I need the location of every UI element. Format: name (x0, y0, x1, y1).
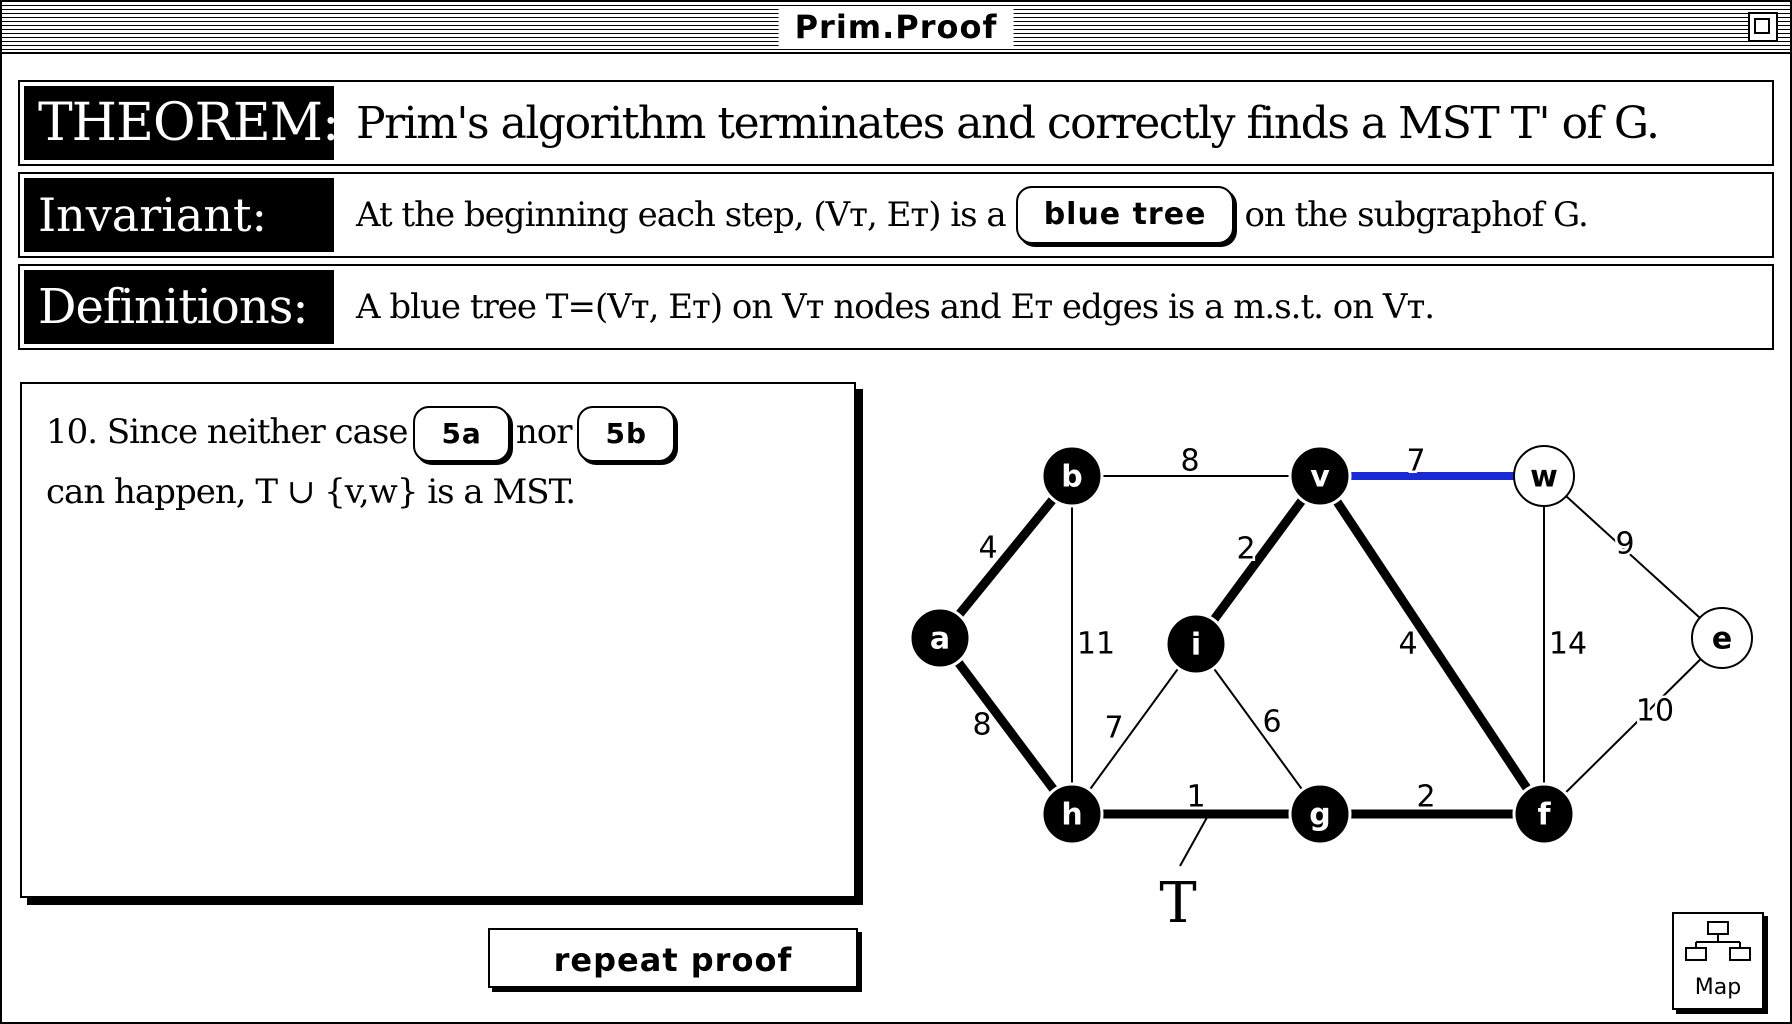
node-circle-a[interactable] (908, 606, 972, 670)
map-label: Map (1694, 975, 1742, 1000)
invariant-text-after: on the subgraphof G. (1244, 195, 1588, 235)
edge-weight-v-f: 4 (1398, 627, 1417, 662)
step-text-1: Since neither case (106, 412, 409, 452)
node-f[interactable]: f (1512, 782, 1576, 846)
node-label-v: v (1310, 460, 1330, 495)
node-a[interactable]: a (908, 606, 972, 670)
node-label-i: i (1191, 628, 1201, 663)
node-circle-w[interactable] (1513, 445, 1575, 507)
theorem-text: Prim's algorithm terminates and correctl… (356, 97, 1660, 149)
node-label-a: a (930, 622, 950, 657)
edge-weight-g-f: 2 (1416, 780, 1435, 815)
definitions-label: Definitions: (24, 270, 334, 344)
node-i[interactable]: i (1164, 612, 1228, 676)
edge-weight-i-h: 7 (1104, 711, 1123, 746)
node-label-w: w (1530, 460, 1558, 495)
invariant-label: Invariant: (24, 178, 334, 252)
node-label-e: e (1712, 622, 1732, 657)
case-5a-button[interactable]: 5a (413, 406, 510, 462)
map-hierarchy-icon (1685, 921, 1751, 961)
node-circle-g[interactable] (1288, 782, 1352, 846)
tree-label: T (1159, 871, 1196, 936)
case-5b-button[interactable]: 5b (577, 406, 675, 462)
edge-weight-a-b: 4 (978, 531, 997, 566)
repeat-proof-button[interactable]: repeat proof (488, 928, 858, 988)
prim-graph: 4 8 8 11 2 4 7 7 6 1 2 14 9 10 a b h i v g f w e T (908, 441, 1753, 936)
node-label-h: h (1061, 798, 1082, 833)
theorem-label: THEOREM: (24, 86, 340, 160)
edges-layer (935, 471, 1723, 819)
node-circle-v[interactable] (1288, 444, 1352, 508)
edge-weight-v-i: 2 (1236, 532, 1255, 567)
edge-weight-h-g: 1 (1186, 780, 1205, 815)
node-circle-e[interactable] (1691, 607, 1753, 669)
step-text-3: can happen, T ∪ {v,w} is a MST. (46, 472, 576, 512)
weights-layer: 4 8 8 11 2 4 7 7 6 1 2 14 9 10 (970, 441, 1677, 817)
edge-weight-w-f: 14 (1549, 627, 1587, 662)
edge-i-g (1195, 643, 1321, 815)
step-text-2: nor (515, 412, 573, 452)
node-e[interactable]: e (1691, 607, 1753, 669)
node-label-g: g (1309, 798, 1330, 833)
node-w[interactable]: w (1513, 445, 1575, 507)
nodes-layer: a b h i v g f w e (908, 444, 1753, 846)
edge-weight-w-e: 9 (1615, 527, 1634, 562)
definitions-row: Definitions: A blue tree T=(Vᴛ, Eᴛ) on V… (18, 264, 1774, 350)
zoom-box-icon[interactable] (1748, 12, 1778, 42)
edge-weight-a-h: 8 (972, 708, 991, 743)
tree-pointer-line (1179, 811, 1211, 867)
definitions-text: A blue tree T=(Vᴛ, Eᴛ) on Vᴛ nodes and E… (356, 287, 1435, 327)
invariant-text-before: At the beginning each step, (Vᴛ, Eᴛ) is … (356, 195, 1007, 235)
edge-a-b (935, 471, 1077, 643)
node-label-f: f (1537, 798, 1551, 833)
node-circle-i[interactable] (1164, 612, 1228, 676)
edge-weight-b-v: 8 (1180, 444, 1199, 479)
node-h[interactable]: h (1040, 782, 1104, 846)
blue-tree-button[interactable]: blue tree (1015, 186, 1235, 244)
invariant-row: Invariant: At the beginning each step, (… (18, 172, 1774, 258)
edge-v-f (1315, 471, 1549, 819)
title-bar[interactable]: Prim.Proof (2, 2, 1790, 54)
node-circle-b[interactable] (1040, 444, 1104, 508)
edge-a-h (935, 633, 1077, 819)
step-number: 10. (46, 412, 98, 452)
edge-i-h (1071, 643, 1197, 815)
edge-w-e (1543, 475, 1723, 639)
invariant-text: At the beginning each step, (Vᴛ, Eᴛ) is … (356, 174, 1589, 256)
edge-v-i (1191, 471, 1325, 649)
node-v[interactable]: v (1288, 444, 1352, 508)
edge-e-f (1543, 637, 1723, 815)
edge-weight-b-h: 11 (1077, 627, 1115, 662)
map-button[interactable]: Map (1672, 912, 1764, 1010)
node-g[interactable]: g (1288, 782, 1352, 846)
node-circle-f[interactable] (1512, 782, 1576, 846)
theorem-row: THEOREM: Prim's algorithm terminates and… (18, 80, 1774, 166)
node-label-b: b (1061, 460, 1082, 495)
edge-weight-v-w: 7 (1406, 444, 1425, 479)
edge-weight-i-g: 6 (1262, 705, 1281, 740)
window-title: Prim.Proof (778, 8, 1014, 46)
edge-weight-e-f: 10 (1636, 694, 1674, 729)
node-circle-h[interactable] (1040, 782, 1104, 846)
node-b[interactable]: b (1040, 444, 1104, 508)
